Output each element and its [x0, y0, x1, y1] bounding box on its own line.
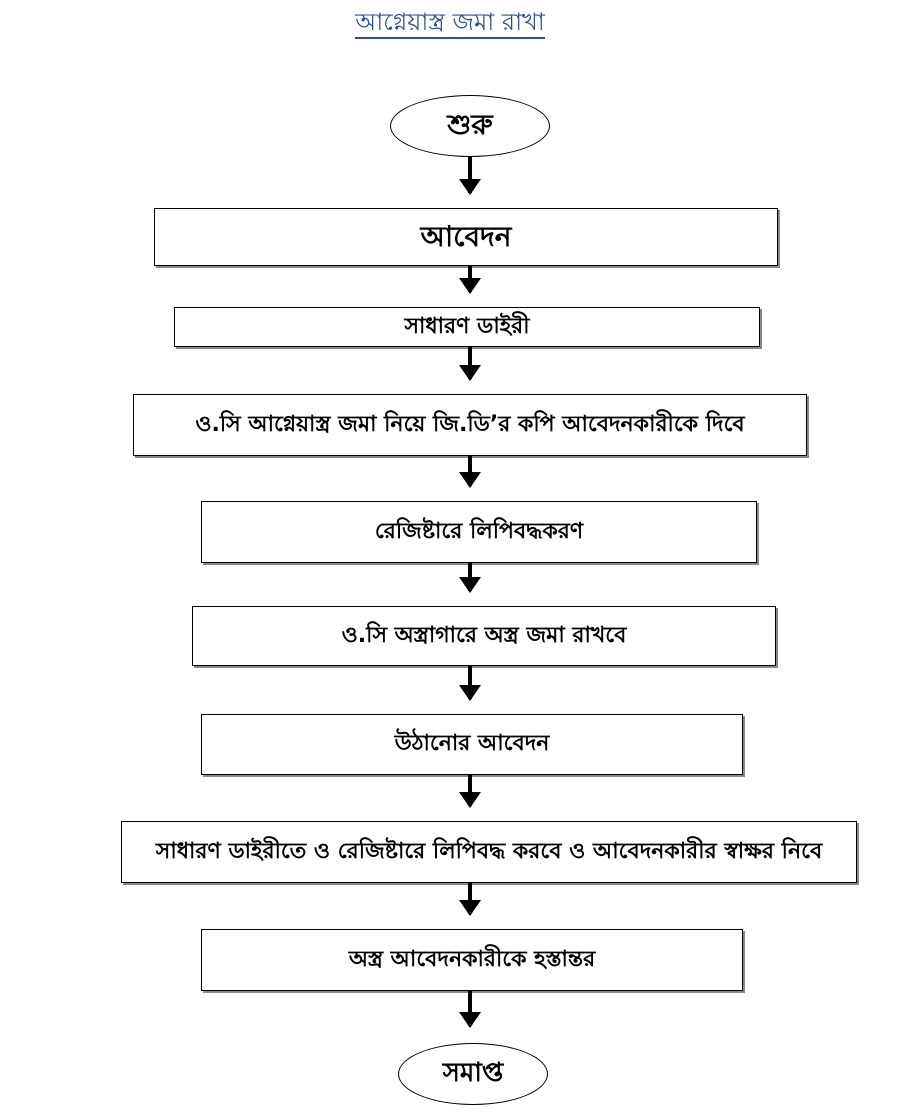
arrow: [459, 666, 481, 701]
arrow: [459, 157, 481, 195]
step-register-entry: রেজিষ্টারে লিপিবদ্ধকরণ: [201, 501, 757, 563]
arrow: [459, 883, 481, 916]
arrow: [459, 563, 481, 593]
end-node: সমাপ্ত: [398, 1043, 548, 1105]
step-application: আবেদন: [154, 208, 778, 266]
diagram-title: আগ্নেয়াস্ত্র জমা রাখা: [0, 4, 900, 44]
step-oc-receive: ও.সি আগ্নেয়াস্ত্র জমা নিয়ে জি.ডি’র কপি…: [133, 394, 807, 456]
arrow: [459, 991, 481, 1028]
arrow: [459, 775, 481, 808]
step-armory-store: ও.সি অস্ত্রাগারে অস্ত্র জমা রাখবে: [192, 606, 776, 666]
arrow: [459, 456, 481, 488]
step-general-diary: সাধারণ ডাইরী: [174, 307, 760, 347]
arrow: [459, 347, 481, 381]
arrow: [459, 266, 481, 294]
start-node: শুরু: [390, 95, 550, 157]
step-record-signature: সাধারণ ডাইরীতে ও রেজিষ্টারে লিপিবদ্ধ করব…: [121, 821, 857, 883]
step-handover: অস্ত্র আবেদনকারীকে হস্তান্তর: [201, 929, 743, 991]
step-withdrawal-application: উঠানোর আবেদন: [201, 714, 743, 775]
